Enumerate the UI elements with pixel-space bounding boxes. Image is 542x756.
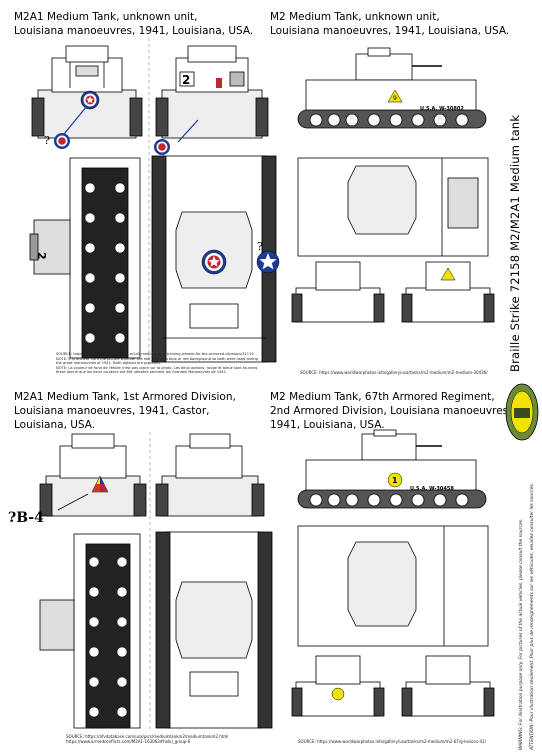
side-view-long bbox=[39, 533, 141, 729]
star-roundel-option-rear bbox=[154, 139, 170, 155]
star-roundel-top bbox=[201, 249, 227, 275]
caption-line: Louisiana manoeuvres, 1941, Castor, bbox=[14, 405, 210, 417]
warning-french: ATTENTION: Pour illustration seulement. … bbox=[530, 482, 535, 750]
source-line: https://www.armedconflicts.com/M2A1-1630… bbox=[66, 738, 191, 744]
division-patch bbox=[91, 475, 109, 493]
source-line: NOTE: La couleur de fond de l'étoile n'e… bbox=[56, 365, 258, 370]
star-roundel-option bbox=[54, 133, 70, 149]
rear-view bbox=[155, 45, 269, 139]
top-left-drawings: 2 2 bbox=[29, 38, 280, 368]
star-roundel-front bbox=[80, 90, 100, 110]
product-title: Braille Strike 72158 M2/M2A1 Medium tank bbox=[508, 114, 522, 372]
bottom-right-drawings: 1 U.S.A. W-30458 bbox=[291, 429, 495, 717]
bridge-plate bbox=[387, 472, 403, 488]
source-line: SOURCE: https://forum.kitmaker.net/t/us-… bbox=[56, 352, 254, 356]
serial-number: U.S.A. W-30802 bbox=[420, 106, 464, 112]
side-profile bbox=[297, 47, 487, 129]
caption-bottom-right: M2 Medium Tank, 67th Armored Regiment, 2… bbox=[270, 390, 511, 432]
side-profile bbox=[297, 429, 487, 509]
front-view bbox=[291, 261, 385, 323]
question-mark-right: ? bbox=[257, 240, 263, 253]
rear-view bbox=[155, 433, 265, 517]
plan-view bbox=[155, 531, 273, 729]
side-number: 2 bbox=[35, 252, 48, 260]
unit-marking: ?B-4 bbox=[8, 510, 44, 526]
top-right-drawings: 9 U.S.A. W-30802 bbox=[291, 47, 495, 323]
source-line: SOURCE: https://afvdatabase.com/usa/pics… bbox=[66, 734, 229, 739]
source-bottom-right: SOURCE: https://www.worldwarphotos.info/… bbox=[298, 739, 486, 744]
side-view-long bbox=[29, 157, 141, 359]
question-mark-left: ? bbox=[44, 134, 50, 147]
caption-line: Louisiana manoeuvres, 1941, Louisiana, U… bbox=[270, 25, 510, 37]
source-line: the great manoeuvres of 1941. Both optio… bbox=[56, 361, 161, 366]
caption-top-right: M2 Medium Tank, unknown unit, Louisiana … bbox=[270, 10, 509, 38]
source-line: NOTE: It is unclear from the picture whe… bbox=[56, 356, 258, 361]
bridge-plate bbox=[387, 89, 403, 103]
star-roundel-alt bbox=[256, 250, 280, 274]
front-view bbox=[291, 655, 385, 717]
caption-top-left: M2A1 Medium Tank, unknown unit, Louisian… bbox=[14, 10, 253, 38]
caption-line: M2A1 Medium Tank, 1st Armored Division, bbox=[14, 391, 236, 403]
bridge-number: 1 bbox=[392, 476, 398, 485]
caption-line: 1941, Louisiana, USA. bbox=[270, 419, 385, 431]
bottom-left-drawings bbox=[39, 432, 273, 732]
serial-number: U.S.A. W-30458 bbox=[410, 486, 454, 492]
caption-line: M2 Medium Tank, 67th Armored Regiment, bbox=[270, 391, 495, 403]
warning-english: WARNING: For illustration purpose only. … bbox=[519, 518, 524, 750]
braille-strike-logo bbox=[505, 383, 539, 441]
caption-line: M2A1 Medium Tank, unknown unit, bbox=[14, 11, 198, 23]
source-top-left: SOURCE: https://forum.kitmaker.net/t/us-… bbox=[56, 352, 258, 375]
caption-line: M2 Medium Tank, unknown unit, bbox=[270, 11, 440, 23]
caption-bottom-left: M2A1 Medium Tank, 1st Armored Division, … bbox=[14, 390, 236, 432]
source-top-right: SOURCE: https://www.worldwarphotos.info/… bbox=[300, 370, 488, 375]
caption-line: Louisiana manoeuvres, 1941, Louisiana, U… bbox=[14, 25, 254, 37]
plan-view bbox=[297, 525, 489, 647]
source-line: étant donné que les deux couleurs ont ét… bbox=[56, 370, 226, 375]
caption-line: 2nd Armored Division, Louisiana manoeuvr… bbox=[270, 405, 512, 417]
caption-line: Louisiana, USA. bbox=[14, 419, 96, 431]
source-bottom-left: SOURCE: https://afvdatabase.com/usa/pics… bbox=[66, 734, 229, 744]
turret-number: 2 bbox=[182, 73, 190, 87]
front-view-left bbox=[39, 433, 147, 517]
front-view-left bbox=[31, 45, 143, 139]
bridge-number: 9 bbox=[393, 95, 397, 102]
rear-view bbox=[401, 655, 495, 717]
tail-light-red bbox=[216, 78, 222, 88]
plan-view bbox=[297, 157, 489, 257]
